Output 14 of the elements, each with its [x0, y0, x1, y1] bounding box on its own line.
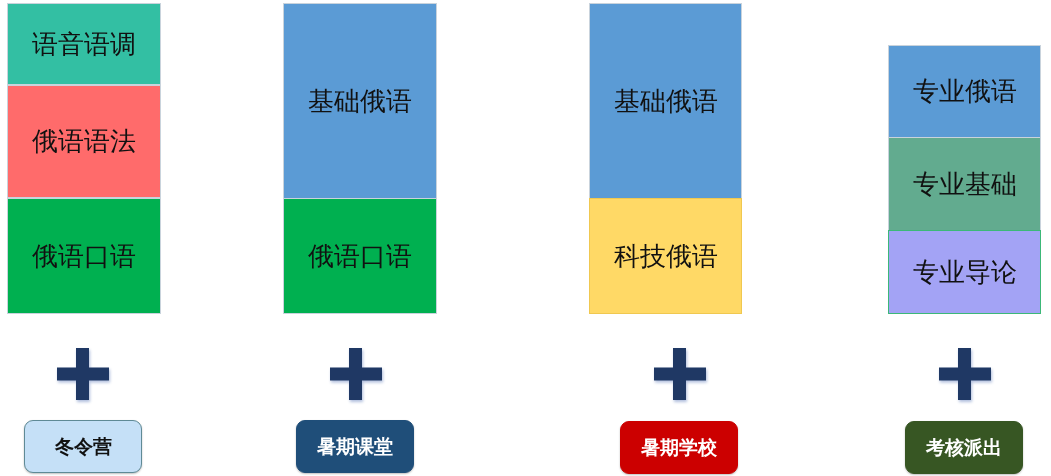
course-block: 俄语语法	[7, 85, 161, 198]
course-block: 科技俄语	[589, 198, 742, 314]
course-block: 语音语调	[7, 3, 161, 85]
program-tag: 冬令营	[24, 420, 142, 473]
course-block: 专业俄语	[888, 45, 1041, 138]
program-tag: 考核派出	[905, 421, 1023, 474]
course-block: 专业导论	[888, 230, 1041, 314]
course-block: 基础俄语	[589, 3, 742, 199]
course-block: 俄语口语	[283, 198, 437, 314]
course-block: 基础俄语	[283, 3, 437, 199]
program-tag: 暑期学校	[620, 421, 738, 474]
course-block: 专业基础	[888, 137, 1041, 231]
program-tag: 暑期课堂	[296, 420, 414, 473]
course-block: 俄语口语	[7, 198, 161, 314]
